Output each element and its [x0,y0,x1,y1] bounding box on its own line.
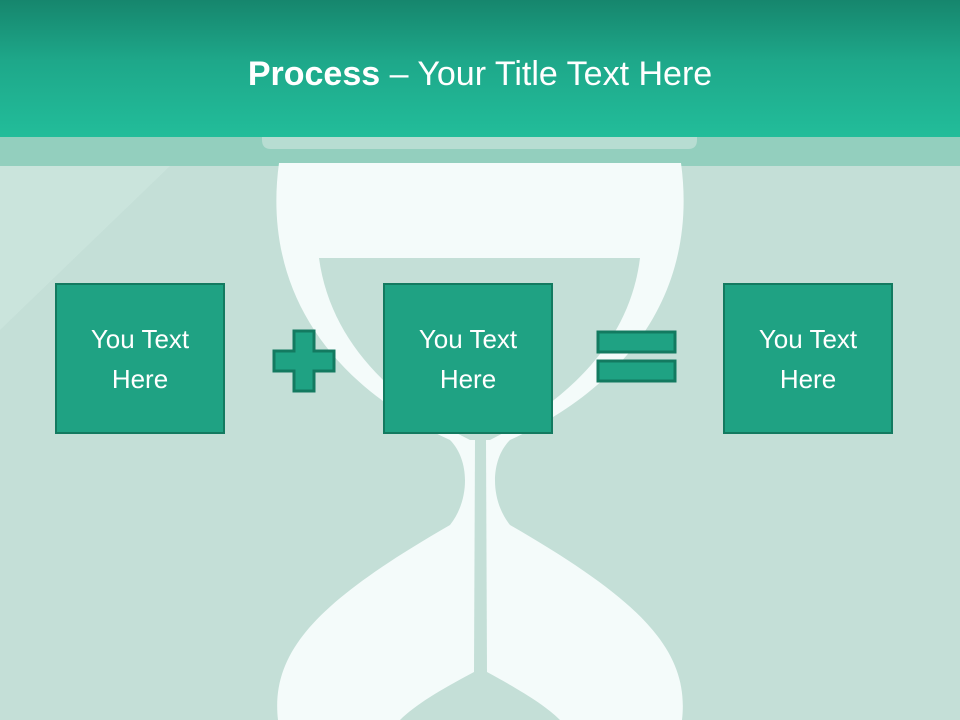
hourglass-cap [262,137,697,149]
text-box-3[interactable]: You Text Here [723,283,893,434]
equals-icon [596,330,677,383]
text-box-2-label: You Text Here [418,323,518,394]
title-bold: Process [247,55,381,93]
text-box-3-label: You Text Here [758,323,858,394]
title-bar: Process – Your Title Text Here [0,0,960,137]
plus-icon [272,329,336,393]
title-separator: – [380,55,418,93]
slide-title: Process – Your Title Text Here [0,52,960,96]
text-box-1-label: You Text Here [90,323,190,394]
title-text: Your Title Text Here [417,55,713,93]
text-box-2[interactable]: You Text Here [383,283,553,434]
text-box-1[interactable]: You Text Here [55,283,225,434]
